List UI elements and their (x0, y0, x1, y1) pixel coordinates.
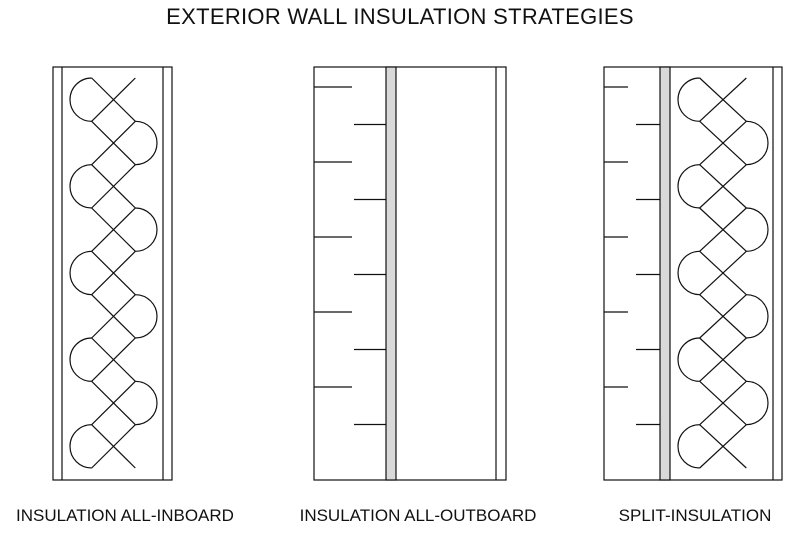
sheathing-layer (659, 66, 671, 481)
batt-diagonal (699, 380, 747, 426)
batt-loop (677, 77, 700, 122)
batt-insulation (677, 77, 769, 469)
batt-insulation (69, 77, 158, 469)
panel-split (603, 66, 783, 481)
batt-diagonal (91, 424, 136, 469)
batt-loop (69, 337, 92, 382)
batt-loop (69, 77, 92, 122)
panel-inboard (52, 66, 173, 481)
batt-diagonal (699, 337, 747, 382)
batt-loop (135, 380, 158, 426)
batt-diagonal (699, 250, 747, 296)
batt-loop (677, 164, 700, 209)
batt-diagonal (699, 294, 747, 339)
batt-loop (677, 250, 700, 296)
batt-diagonal (91, 337, 136, 382)
batt-diagonal (91, 294, 136, 339)
batt-loop (135, 294, 158, 339)
batt-loop (69, 424, 92, 469)
batt-diagonal (91, 380, 136, 426)
batt-diagonal (91, 164, 136, 209)
batt-diagonal (91, 120, 136, 166)
batt-loop (677, 337, 700, 382)
batt-loop (746, 207, 769, 252)
batt-loop (69, 250, 92, 296)
wall-outline (52, 66, 173, 481)
batt-loop (746, 294, 769, 339)
batt-loop (135, 120, 158, 166)
batt-diagonal (91, 207, 136, 252)
batt-diagonal (699, 164, 747, 209)
batt-loop (746, 120, 769, 166)
label-split-insulation: SPLIT-INSULATION (618, 506, 772, 525)
batt-loop (69, 164, 92, 209)
batt-loop (677, 424, 700, 469)
sheathing-layer (385, 66, 397, 481)
batt-diagonal (699, 77, 747, 122)
batt-loop (135, 207, 158, 252)
wall-outline (313, 66, 507, 481)
batt-diagonal (91, 77, 136, 122)
label-insulation-all-outboard: INSULATION ALL-OUTBOARD (299, 506, 537, 525)
panel-outboard (313, 66, 507, 481)
rigid-insulation-ticks (604, 86, 660, 426)
wall-outline (603, 66, 783, 481)
batt-diagonal (699, 207, 747, 252)
batt-loop (746, 380, 769, 426)
batt-diagonal (699, 424, 747, 469)
diagram-title: EXTERIOR WALL INSULATION STRATEGIES (166, 4, 634, 29)
label-insulation-all-inboard: INSULATION ALL-INBOARD (16, 506, 234, 525)
rigid-insulation-ticks (314, 86, 386, 426)
batt-diagonal (91, 250, 136, 296)
batt-diagonal (699, 120, 747, 166)
